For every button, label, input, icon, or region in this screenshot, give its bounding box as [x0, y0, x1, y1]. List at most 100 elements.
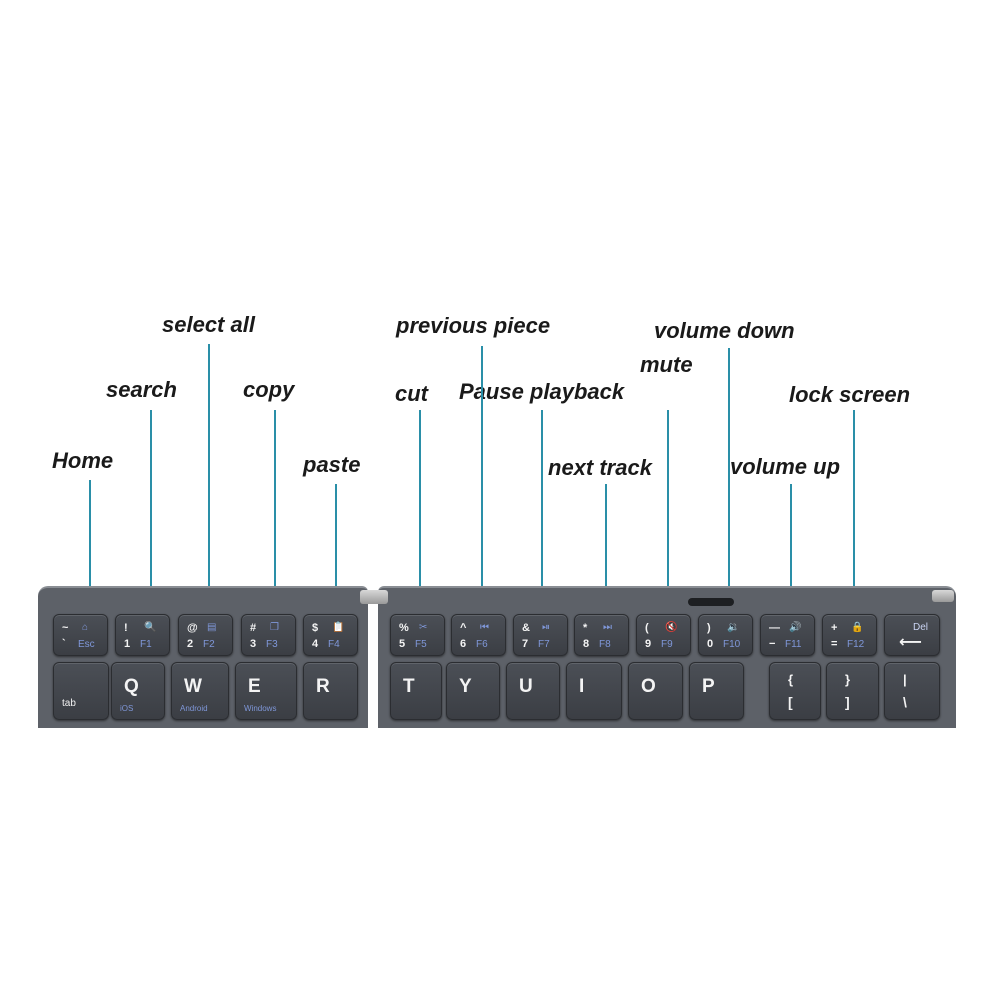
function-icon: ⌂	[82, 622, 89, 633]
fn-key-1[interactable]: !1🔍F1	[115, 614, 170, 656]
key-shift-legend: @	[187, 622, 198, 634]
key-sub-legend: ]	[845, 694, 850, 710]
fn-legend: F7	[538, 639, 550, 650]
fn-legend: F12	[847, 639, 865, 650]
fn-legend: F3	[266, 639, 278, 650]
leader-line-volume-up	[790, 484, 792, 620]
callout-search: search	[106, 377, 177, 402]
function-icon: 🔍	[144, 622, 157, 633]
key-shift-legend: —	[769, 622, 780, 634]
fn-legend: F9	[661, 639, 673, 650]
letter-key-4[interactable]: R	[303, 662, 358, 720]
callout-cut: cut	[395, 381, 428, 406]
fn-key-5[interactable]: %5✂F5	[390, 614, 445, 656]
letter-key-9[interactable]: O	[628, 662, 683, 720]
key-main-legend: |	[903, 672, 907, 687]
key-main-legend: O	[641, 676, 656, 697]
fn-key-12[interactable]: +=🔒F12	[822, 614, 877, 656]
leader-line-search	[150, 410, 152, 620]
key-main-legend: T	[403, 676, 415, 697]
function-icon: ❐	[270, 622, 279, 633]
key-base-legend: 7	[522, 638, 529, 650]
fn-legend: F10	[723, 639, 741, 650]
leader-line-next-track	[605, 484, 607, 620]
letter-key-12[interactable]: }]	[826, 662, 879, 720]
callout-previous-piece: previous piece	[396, 313, 551, 338]
fn-legend: F11	[785, 639, 802, 650]
callout-volume-up: volume up	[730, 454, 841, 479]
function-icon: ⏮	[480, 622, 489, 633]
callout-paste: paste	[303, 452, 361, 477]
key-base-legend: 6	[460, 638, 467, 650]
function-icon: ✂	[419, 622, 428, 633]
key-shift-legend: %	[399, 622, 409, 634]
charging-slot	[688, 598, 734, 606]
key-sub-legend: tab	[62, 698, 76, 709]
function-icon: 📋	[332, 622, 345, 633]
leader-line-cut	[419, 410, 421, 620]
key-main-legend: P	[702, 676, 715, 697]
fn-key-6[interactable]: ^6⏮F6	[451, 614, 506, 656]
letter-key-3[interactable]: E Windows	[235, 662, 297, 720]
fn-key-4[interactable]: $4📋F4	[303, 614, 358, 656]
key-base-legend: 9	[645, 638, 652, 650]
letter-key-13[interactable]: |\	[884, 662, 940, 720]
fn-key-7[interactable]: & 7 ⏯ F7	[513, 614, 568, 656]
key-base-legend: `	[62, 638, 66, 650]
function-icon: 🔉	[727, 622, 740, 633]
letter-key-0[interactable]: tab	[53, 662, 109, 720]
fn-legend: F2	[203, 639, 215, 650]
key-main-legend: W	[184, 676, 202, 697]
callout-lock-screen: lock screen	[789, 382, 911, 407]
letter-key-7[interactable]: U	[506, 662, 560, 720]
key-sub-legend: iOS	[120, 704, 134, 713]
function-icon: 🔒	[851, 622, 864, 633]
leader-line-home	[89, 480, 91, 620]
fn-key-9[interactable]: (9🔇F9	[636, 614, 691, 656]
key-base-legend: 1	[124, 638, 131, 650]
key-shift-legend: &	[522, 622, 530, 634]
fn-key-3[interactable]: #3❐F3	[241, 614, 296, 656]
leader-line-lock-screen	[853, 410, 855, 620]
key-main-legend: E	[248, 676, 261, 697]
key-sub-legend: \	[903, 694, 907, 710]
letter-key-5[interactable]: T	[390, 662, 442, 720]
key-sub-legend: Android	[180, 704, 208, 713]
letter-key-10[interactable]: P	[689, 662, 744, 720]
key-main-legend: Q	[124, 676, 139, 697]
letter-key-11[interactable]: {[	[769, 662, 821, 720]
key-sub-legend: Windows	[244, 704, 277, 713]
fn-key-0[interactable]: ~`⌂Esc	[53, 614, 108, 656]
function-icon: ⏯	[542, 622, 550, 633]
leader-line-pause-playback	[541, 410, 543, 620]
hinge-end	[932, 590, 954, 602]
fn-key-13[interactable]: Del⟵	[884, 614, 940, 656]
function-icon: 🔇	[665, 622, 678, 633]
key-shift-legend: #	[250, 622, 257, 634]
letter-key-8[interactable]: I	[566, 662, 622, 720]
function-icon: ⏭	[603, 622, 612, 633]
letter-key-6[interactable]: Y	[446, 662, 500, 720]
key-base-legend: 0	[707, 638, 714, 650]
key-sub-legend: [	[788, 694, 793, 710]
fn-legend: F5	[415, 639, 427, 650]
fn-legend: F4	[328, 639, 340, 650]
fn-legend: F6	[476, 639, 488, 650]
leader-line-volume-down	[728, 348, 730, 620]
callout-home: Home	[52, 448, 114, 473]
key-main-legend: Y	[459, 676, 472, 697]
fn-key-8[interactable]: *8⏭F8	[574, 614, 629, 656]
key-shift-legend: *	[583, 622, 588, 634]
callout-next-track: next track	[548, 455, 652, 480]
key-shift-legend: +	[831, 622, 838, 634]
fn-legend: F1	[140, 639, 152, 650]
letter-key-2[interactable]: W Android	[171, 662, 229, 720]
leader-line-previous-piece	[481, 346, 483, 620]
function-icon: 🔊	[789, 622, 802, 633]
fn-key-2[interactable]: @2▤F2	[178, 614, 233, 656]
key-base-legend: 4	[312, 638, 319, 650]
fn-key-11[interactable]: —−🔊F11	[760, 614, 815, 656]
fn-key-10[interactable]: )0🔉F10	[698, 614, 753, 656]
key-main-legend: {	[788, 672, 794, 687]
